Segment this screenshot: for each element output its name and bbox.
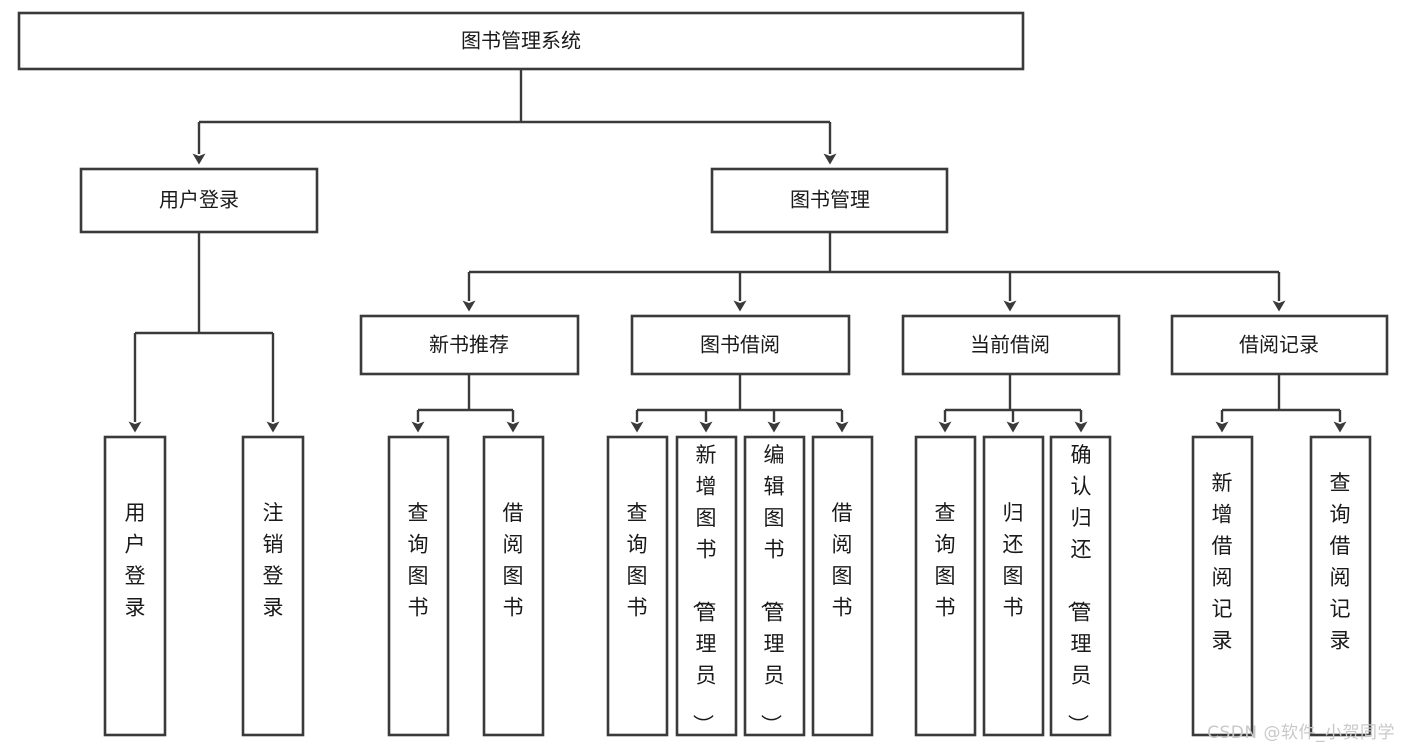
leaf-node-new-books-borrow[interactable]: 借阅图书 — [482, 435, 545, 737]
node-new-book-recommend-label: 新书推荐 — [429, 333, 509, 357]
leaf-node-current-borrow-query[interactable]: 查询图书 — [914, 435, 977, 737]
node-borrow-records-label: 借阅记录 — [1239, 333, 1319, 357]
connector-group-book-borrow — [630, 374, 849, 433]
node-root-book-management-system[interactable]: 图书管理系统 — [17, 11, 1025, 71]
node-user-login[interactable]: 用户登录 — [79, 167, 319, 234]
node-root-label: 图书管理系统 — [461, 29, 581, 53]
leaf-node-user-login-logout-label: 注销登录 — [263, 501, 284, 620]
leaf-node-new-books-borrow-label: 借阅图书 — [503, 501, 524, 620]
leaf-node-user-login-logout[interactable]: 注销登录 — [241, 435, 305, 737]
node-book-borrow[interactable]: 图书借阅 — [630, 314, 851, 376]
leaf-node-new-books-query-label: 查询图书 — [408, 501, 429, 620]
leaf-node-borrow-records-add[interactable]: 新增借阅记录 — [1191, 435, 1254, 737]
leaf-node-user-login-login[interactable]: 用户登录 — [103, 435, 167, 737]
leaf-node-current-borrow-query-label: 查询图书 — [935, 501, 956, 620]
leaf-node-book-borrow-add[interactable]: 新增图书（管理员） — [675, 435, 738, 737]
leaf-node-borrow-records-query[interactable]: 查询借阅记录 — [1309, 435, 1372, 737]
leaf-node-book-borrow-add-label: 新增图书（管理员） — [691, 443, 717, 735]
leaf-node-book-borrow-query[interactable]: 查询图书 — [606, 435, 669, 737]
connector-group-root — [192, 69, 837, 165]
connector-group-new-books — [411, 374, 520, 433]
leaf-node-current-borrow-return-label: 归还图书 — [1003, 501, 1024, 620]
node-book-borrow-label: 图书借阅 — [700, 333, 780, 357]
leaf-node-user-login-login-label: 用户登录 — [125, 501, 146, 620]
node-borrow-records[interactable]: 借阅记录 — [1170, 314, 1389, 376]
node-new-book-recommend[interactable]: 新书推荐 — [359, 314, 580, 376]
leaf-node-new-books-query[interactable]: 查询图书 — [387, 435, 450, 737]
node-user-login-label: 用户登录 — [159, 188, 239, 212]
leaf-node-book-borrow-borrow[interactable]: 借阅图书 — [811, 435, 874, 737]
connector-group-user-login — [128, 232, 280, 433]
connector-group-borrow-records — [1215, 374, 1347, 433]
connector-group-book-manage — [462, 232, 1286, 312]
leaf-node-book-borrow-edit-label: 编辑图书（管理员） — [759, 443, 785, 735]
connector-group-current-borrow — [938, 374, 1088, 433]
leaf-node-borrow-records-query-label: 查询借阅记录 — [1330, 471, 1351, 653]
leaf-node-current-borrow-confirm[interactable]: 确认归还（管理员） — [1049, 435, 1112, 737]
leaf-node-current-borrow-return[interactable]: 归还图书 — [982, 435, 1045, 737]
leaf-node-current-borrow-confirm-label: 确认归还（管理员） — [1066, 443, 1092, 735]
leaf-node-book-borrow-edit[interactable]: 编辑图书（管理员） — [743, 435, 806, 737]
leaf-node-book-borrow-query-label: 查询图书 — [627, 501, 648, 620]
node-book-management-label: 图书管理 — [790, 188, 870, 212]
node-current-borrow-label: 当前借阅 — [970, 333, 1050, 357]
leaf-node-borrow-records-add-label: 新增借阅记录 — [1212, 471, 1233, 653]
node-book-management[interactable]: 图书管理 — [710, 167, 949, 234]
node-current-borrow[interactable]: 当前借阅 — [901, 314, 1121, 376]
leaf-node-book-borrow-borrow-label: 借阅图书 — [832, 501, 853, 620]
